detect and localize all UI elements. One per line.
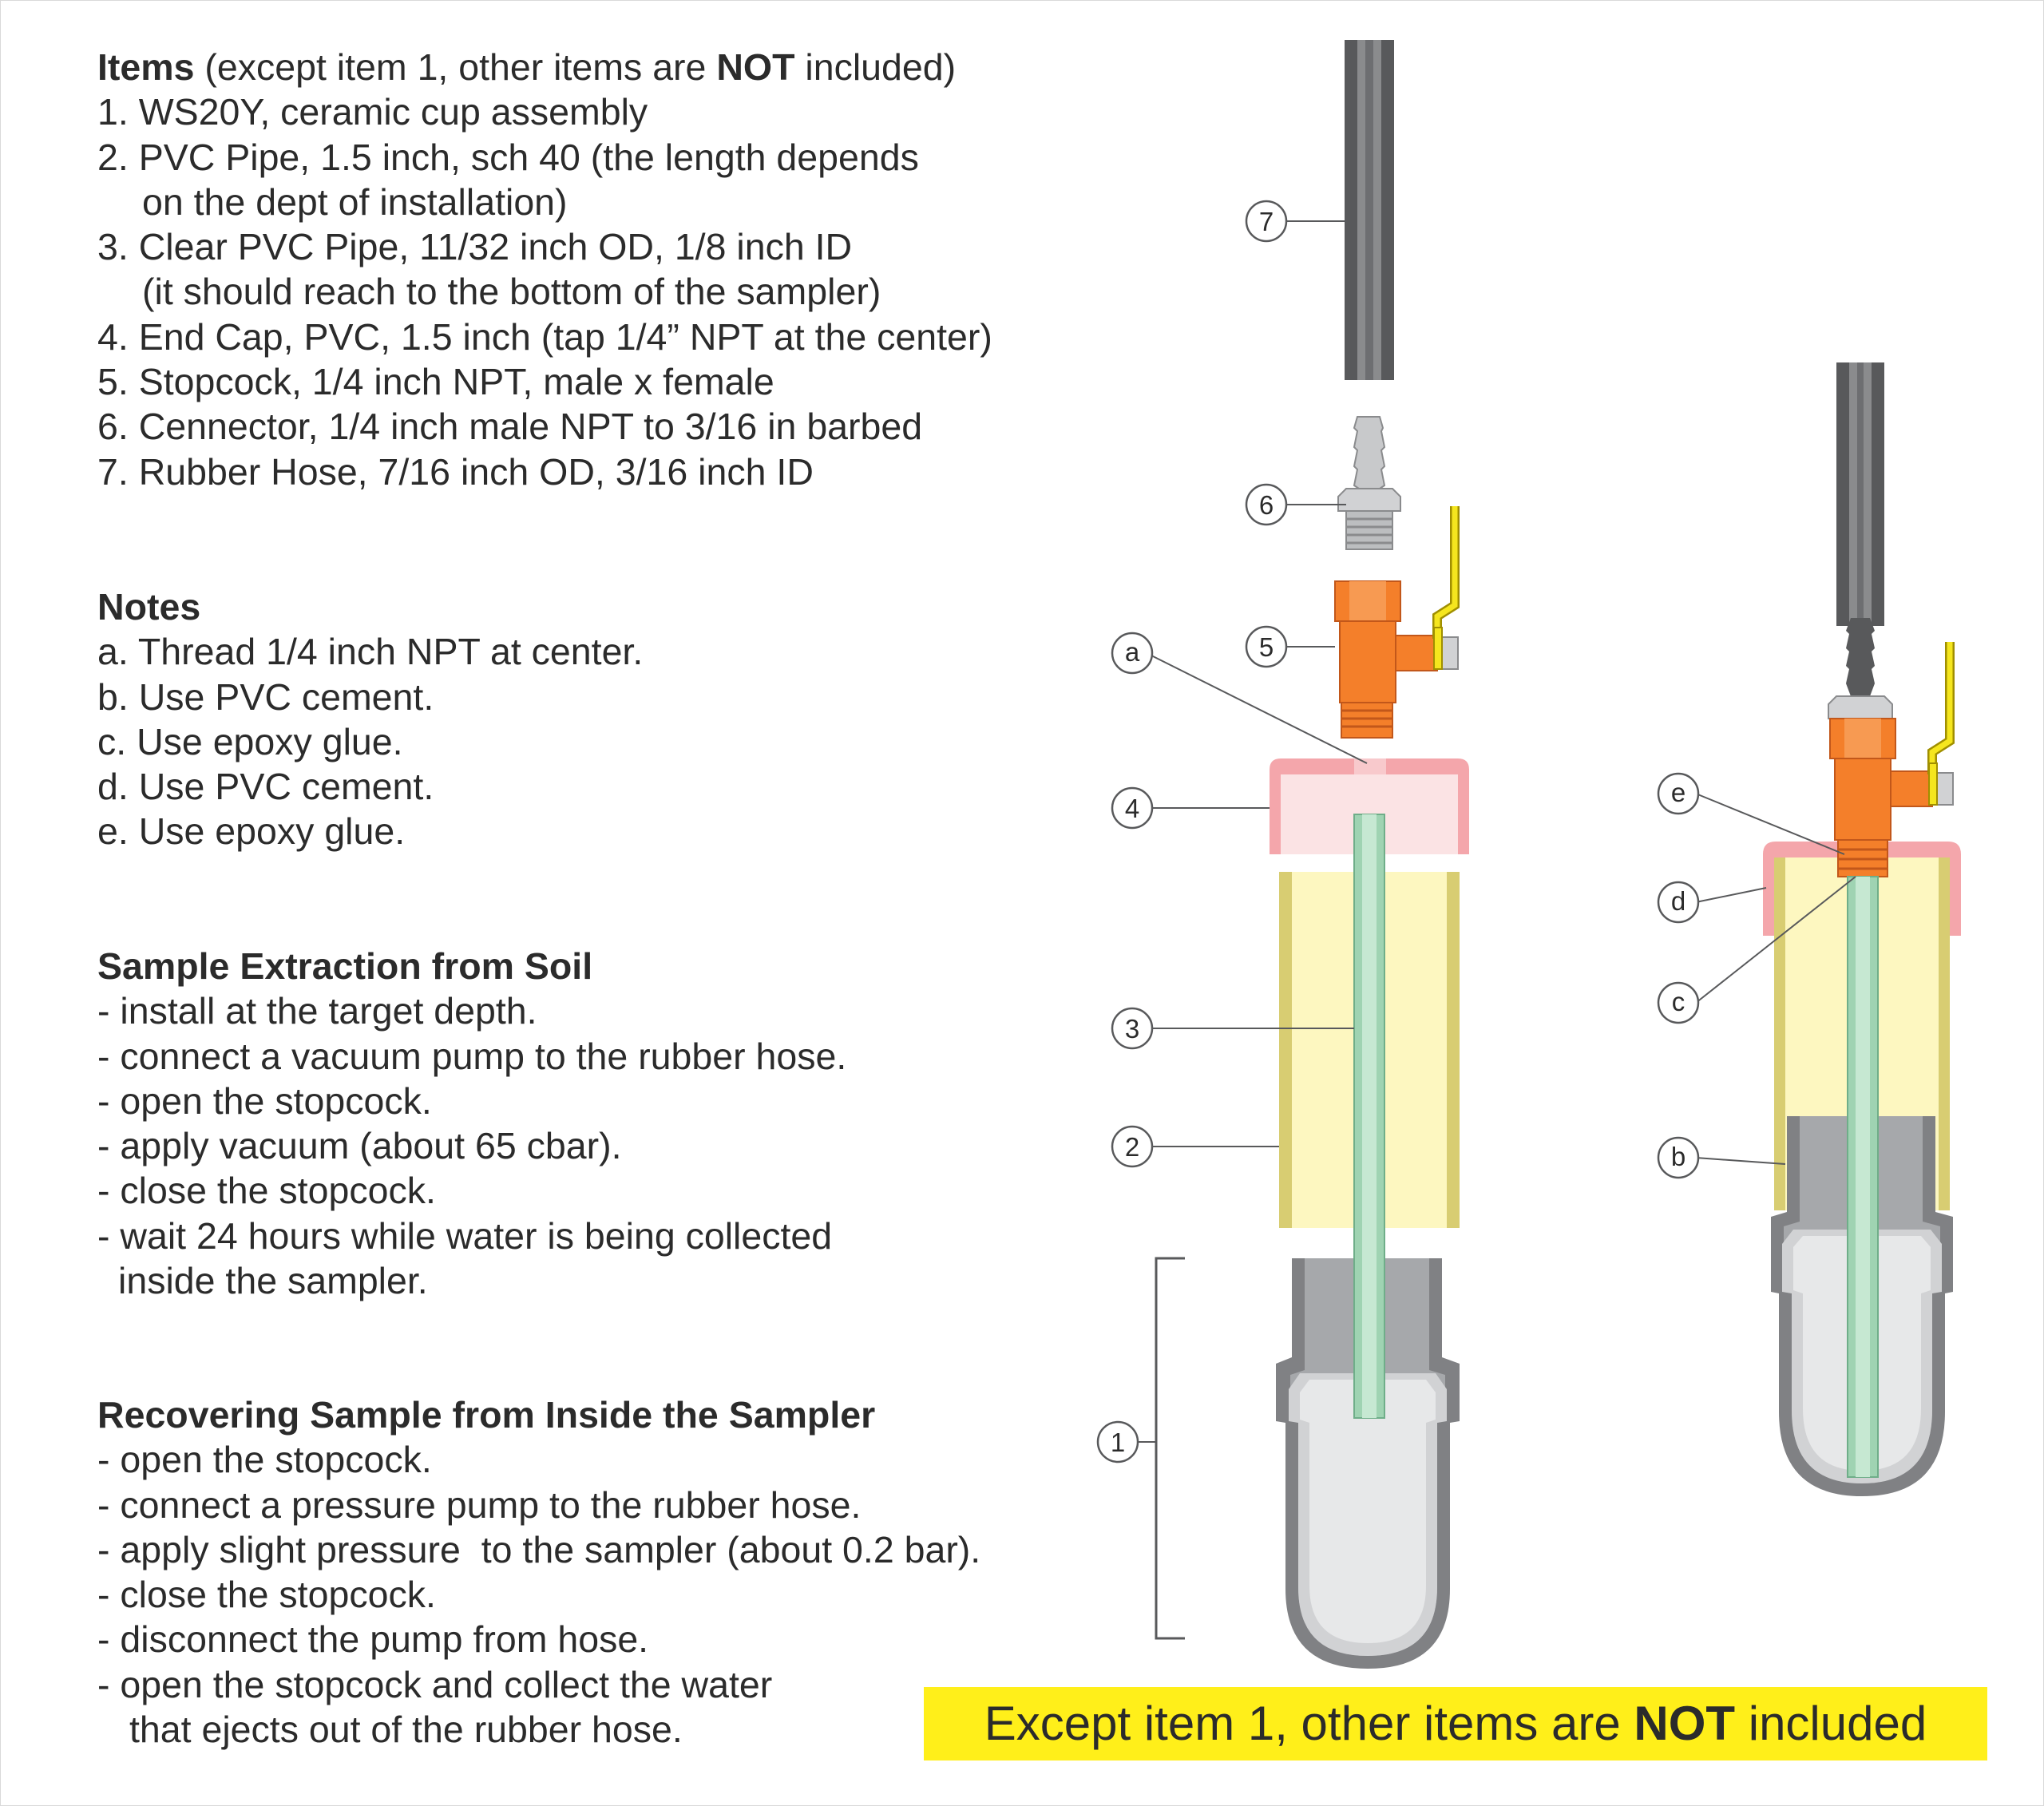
callout-circle-3 (1111, 1007, 1154, 1050)
callout-circle-c (1657, 981, 1700, 1024)
banner-text: Except item 1, other items are (984, 1697, 1634, 1750)
assembled-callout-leaders (1695, 793, 1856, 1165)
items-list-item: 5. Stopcock, 1/4 inch NPT, male x female (97, 361, 774, 403)
ceramic-cup-assembly (1276, 1258, 1460, 1669)
note-item: d. Use PVC cement. (97, 766, 434, 808)
not-included-banner: Except item 1, other items are NOT inclu… (924, 1687, 1987, 1760)
callout-label-c: c (1672, 987, 1686, 1016)
notes-heading: Notes (97, 586, 201, 628)
callout-label-3: 3 (1125, 1014, 1139, 1044)
recovering-step: - open the stopcock. (97, 1439, 432, 1481)
items-list-item: 6. Cennector, 1/4 inch male NPT to 3/16 … (97, 406, 923, 448)
notes-section: Notes a. Thread 1/4 inch NPT at center. … (97, 584, 643, 854)
recovering-section: Recovering Sample from Inside the Sample… (97, 1392, 980, 1752)
callout-label-4: 4 (1125, 794, 1139, 823)
extraction-section: Sample Extraction from Soil - install at… (97, 944, 846, 1303)
recovering-step: - connect a pressure pump to the rubber … (97, 1483, 862, 1526)
banner-not: NOT (1634, 1697, 1736, 1750)
callout-circle-d (1657, 881, 1700, 924)
callout-circle-4 (1111, 786, 1154, 830)
assembled-view (1695, 362, 1961, 1496)
rubber-hose (1345, 40, 1394, 380)
callout-label-b: b (1671, 1142, 1686, 1171)
barbed-connector (1337, 416, 1401, 550)
callout-leaders (1139, 220, 1368, 1443)
callout-label-6: 6 (1259, 490, 1274, 520)
recovering-step-continued: that ejects out of the rubber hose. (129, 1709, 683, 1751)
exploded-view (1139, 40, 1469, 1669)
items-heading-line: Items (except item 1, other items are NO… (97, 45, 992, 89)
recovering-heading: Recovering Sample from Inside the Sample… (97, 1394, 876, 1436)
callout-label-7: 7 (1259, 207, 1274, 236)
callout-circle-a (1111, 632, 1154, 675)
callout-circle-e (1657, 772, 1700, 815)
note-item: c. Use epoxy glue. (97, 720, 403, 762)
callout-label-5: 5 (1259, 632, 1274, 662)
assembled-stopcock (1829, 642, 1955, 841)
recovering-step: - close the stopcock. (97, 1574, 436, 1616)
callout-circle-2 (1111, 1125, 1154, 1168)
items-list-item-continued: on the dept of installation) (142, 180, 568, 223)
callout-label-e: e (1671, 778, 1686, 807)
extraction-step: - connect a vacuum pump to the rubber ho… (97, 1035, 847, 1077)
extraction-step: - install at the target depth. (97, 990, 537, 1032)
extraction-step: - open the stopcock. (97, 1079, 432, 1122)
callout-circles (1096, 200, 1700, 1463)
callout-label-a: a (1125, 637, 1140, 667)
callout-circle-6 (1245, 483, 1288, 526)
callout-label-1: 1 (1111, 1428, 1125, 1457)
extraction-step: - wait 24 hours while water is being col… (97, 1214, 833, 1257)
extraction-step: - apply vacuum (about 65 cbar). (97, 1125, 622, 1167)
items-list-item: 7. Rubber Hose, 7/16 inch OD, 3/16 inch … (97, 450, 814, 493)
callout-circle-b (1657, 1136, 1700, 1179)
recovering-step: - disconnect the pump from hose. (97, 1618, 649, 1661)
items-heading-not: NOT (716, 46, 795, 88)
clear-tube (1353, 814, 1385, 1419)
callout-circle-1 (1096, 1420, 1139, 1463)
recovering-step: - apply slight pressure to the sampler (… (97, 1528, 981, 1570)
note-item: b. Use PVC cement. (97, 675, 434, 718)
items-list-item-continued: (it should reach to the bottom of the sa… (142, 271, 881, 313)
callout-label-2: 2 (1125, 1132, 1139, 1162)
items-list-item: 1. WS20Y, ceramic cup assembly (97, 91, 648, 133)
callout-circle-5 (1245, 625, 1288, 668)
callout-label-d: d (1671, 886, 1686, 916)
items-heading: Items (97, 46, 195, 88)
callout-labels: 1 2 3 4 5 6 7 a b c d e (1111, 207, 1686, 1457)
stopcock (1334, 506, 1460, 739)
banner-text-end: included (1735, 1697, 1927, 1750)
items-list-item: 3. Clear PVC Pipe, 11/32 inch OD, 1/8 in… (97, 226, 853, 268)
callout-circle-7 (1245, 200, 1288, 243)
recovering-step: - open the stopcock and collect the wate… (97, 1663, 773, 1705)
items-heading-note-end: included) (794, 46, 957, 88)
items-heading-note: (except item 1, other items are (194, 46, 717, 88)
note-item: e. Use epoxy glue. (97, 810, 406, 853)
items-list-item: 2. PVC Pipe, 1.5 inch, sch 40 (the lengt… (97, 136, 919, 178)
extraction-step: - close the stopcock. (97, 1170, 436, 1212)
assembled-rubber-hose (1836, 362, 1884, 626)
note-item: a. Thread 1/4 inch NPT at center. (97, 631, 644, 673)
extraction-step-continued: inside the sampler. (118, 1260, 428, 1302)
items-section: Items (except item 1, other items are NO… (97, 45, 992, 494)
assembled-connector (1828, 618, 1893, 719)
items-list-item: 4. End Cap, PVC, 1.5 inch (tap 1/4” NPT … (97, 315, 992, 358)
cup-bracket (1155, 1257, 1185, 1640)
assembled-clear-tube (1847, 876, 1879, 1478)
extraction-heading: Sample Extraction from Soil (97, 945, 593, 987)
